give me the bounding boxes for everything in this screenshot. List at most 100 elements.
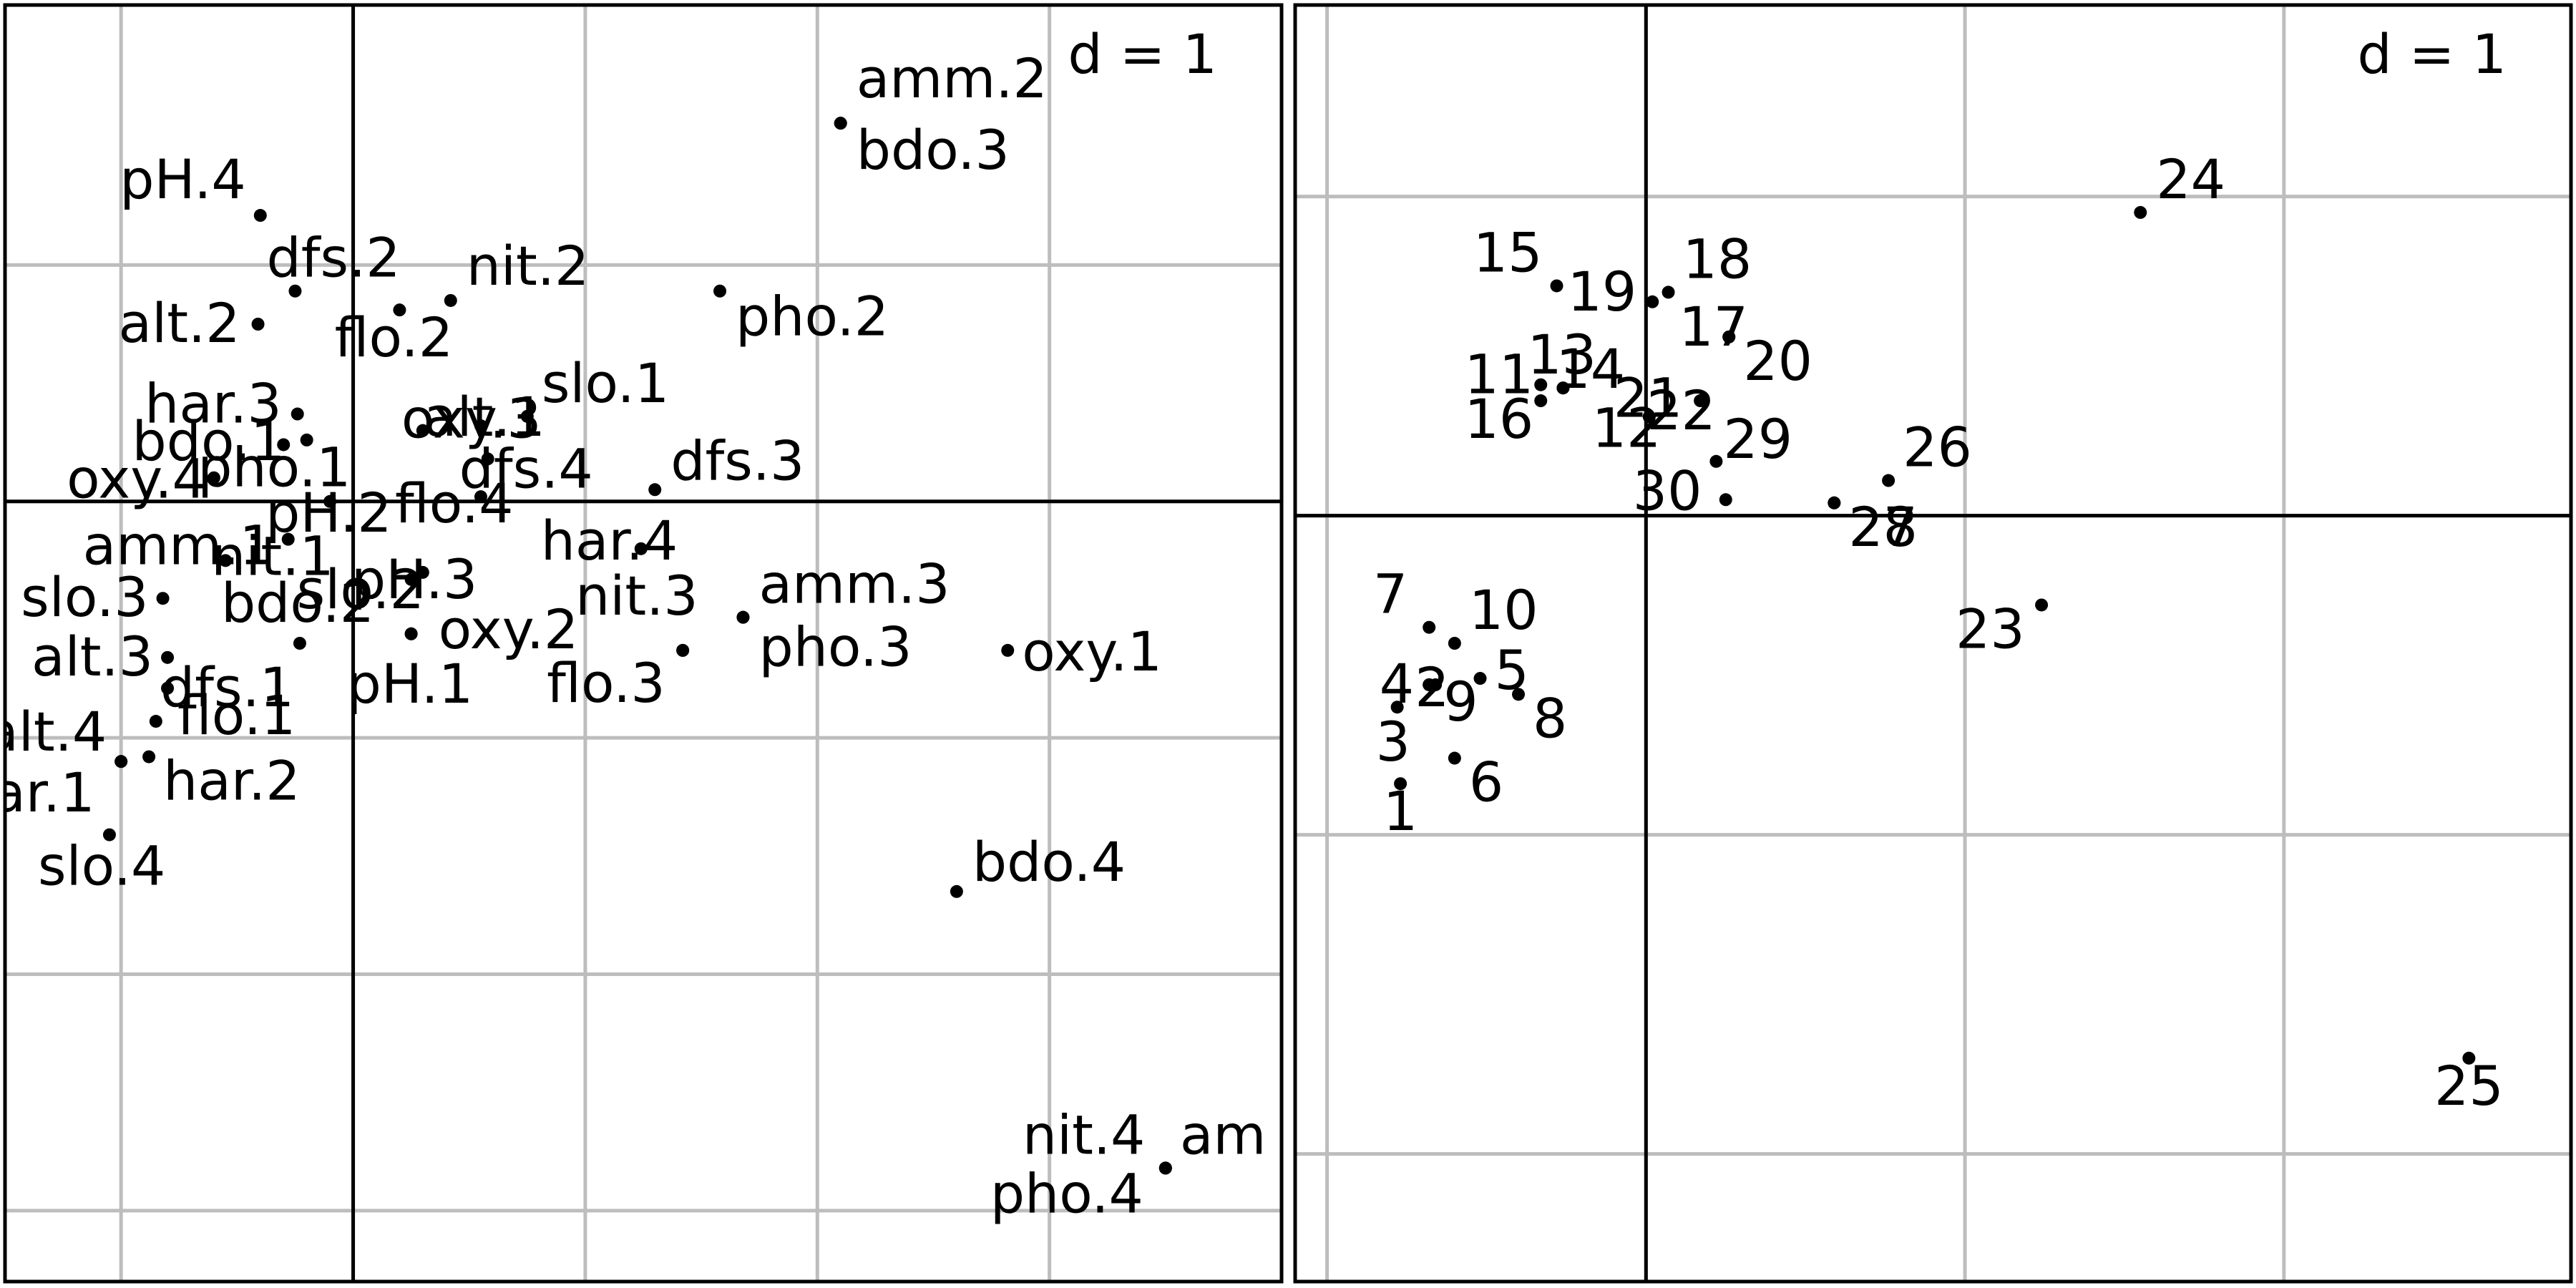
point-label: 17 <box>1679 295 1748 358</box>
point-label: bdo.2 <box>221 571 374 635</box>
point-label: 20 <box>1743 329 1813 393</box>
point-label: dfs.4 <box>459 436 593 500</box>
gridlines <box>1295 5 2571 1282</box>
data-point <box>253 209 267 223</box>
point-label: pH.4 <box>119 147 246 211</box>
point-label: 29 <box>1723 407 1792 471</box>
data-point <box>834 117 847 130</box>
scale-label: d = 1 <box>2357 22 2507 86</box>
point-label: 9 <box>1443 670 1478 733</box>
point-label: oxy.3 <box>401 387 542 451</box>
point-label: 10 <box>1469 578 1538 642</box>
point-label: 15 <box>1473 220 1543 284</box>
data-point <box>404 572 418 586</box>
point-label: 19 <box>1568 260 1637 323</box>
data-point <box>161 650 175 664</box>
data-point <box>277 438 291 452</box>
panel-frame <box>1293 3 2573 1284</box>
point-label: flo.2 <box>335 306 454 369</box>
point-label: har.4 <box>541 509 678 572</box>
point-label: nit.2 <box>467 234 590 298</box>
point-label: pH.1 <box>347 652 474 716</box>
point-label: 23 <box>1956 597 2025 660</box>
point-label: flo.1 <box>177 683 296 747</box>
data-point <box>1512 688 1526 701</box>
data-point <box>474 419 487 433</box>
point-label: 7 <box>1373 562 1407 626</box>
point-label: flo.3 <box>547 651 665 715</box>
data-point <box>1556 381 1570 395</box>
point-label: slo.3 <box>21 565 148 629</box>
point-label: oxy.1 <box>1022 620 1162 683</box>
data-point <box>142 750 156 763</box>
data-point <box>1646 295 1659 308</box>
point-label: 3 <box>1376 710 1410 774</box>
point-label: oxy.4 <box>67 447 207 511</box>
data-point <box>161 681 175 695</box>
point-label: 26 <box>1903 416 1972 479</box>
data-point <box>1473 672 1487 686</box>
data-point <box>713 284 727 298</box>
data-point <box>1722 330 1736 343</box>
point-label: alt.3 <box>31 625 153 688</box>
data-point <box>1390 701 1404 714</box>
point-label: 25 <box>2434 1054 2504 1118</box>
data-point <box>207 471 220 484</box>
point-label: pho.4 <box>990 1161 1143 1225</box>
point-label: amm.2 <box>857 47 1048 110</box>
point-label: bdo.3 <box>857 118 1010 182</box>
data-point <box>1882 474 1896 487</box>
point-label: dfs.3 <box>670 429 804 492</box>
point-label: 14 <box>1556 337 1625 401</box>
point-label: 1 <box>1383 779 1418 843</box>
data-point <box>293 637 306 650</box>
data-point <box>1158 1161 1172 1175</box>
point-label: 27 <box>1848 495 1918 559</box>
point-label: 12 <box>1592 396 1662 459</box>
data-point <box>676 643 690 657</box>
point-label: pho.3 <box>758 615 912 679</box>
data-point <box>1694 394 1707 408</box>
point-label: 28 <box>1848 495 1918 559</box>
point-label: har.3 <box>145 372 282 436</box>
data-point <box>1719 493 1732 507</box>
scale-label: d = 1 <box>1068 22 1217 86</box>
point-label: pho.1 <box>197 435 351 499</box>
data-point <box>950 884 963 898</box>
data-point <box>1423 620 1436 634</box>
point-label: alt.1 <box>424 385 545 449</box>
data-point <box>1550 279 1563 293</box>
point-label: 16 <box>1465 387 1534 451</box>
point-label: ar.1 <box>0 761 95 824</box>
data-point <box>1534 394 1548 408</box>
point-label: 6 <box>1469 751 1503 814</box>
data-point <box>2035 598 2049 612</box>
data-point <box>1709 454 1723 468</box>
data-point <box>102 828 116 841</box>
point-label: 18 <box>1683 227 1752 291</box>
data-point <box>1448 751 1461 765</box>
data-point <box>1394 777 1407 791</box>
data-point <box>156 592 170 605</box>
data-point <box>1828 496 1841 509</box>
point-label: bdo.1 <box>132 409 286 473</box>
data-point <box>393 303 406 317</box>
data-point <box>2134 205 2147 219</box>
data-point <box>2462 1051 2476 1065</box>
point-label: slo.1 <box>542 351 669 415</box>
panel-frame <box>3 3 1284 1284</box>
data-point <box>251 318 265 331</box>
data-point <box>520 409 534 423</box>
data-point <box>648 483 662 497</box>
point-label: dfs.2 <box>266 226 400 290</box>
point-label: slo.4 <box>38 834 165 898</box>
data-point <box>736 610 750 624</box>
data-point <box>404 627 418 640</box>
data-point <box>323 494 337 508</box>
point-label: amm.3 <box>758 552 950 616</box>
data-point <box>1423 678 1436 691</box>
